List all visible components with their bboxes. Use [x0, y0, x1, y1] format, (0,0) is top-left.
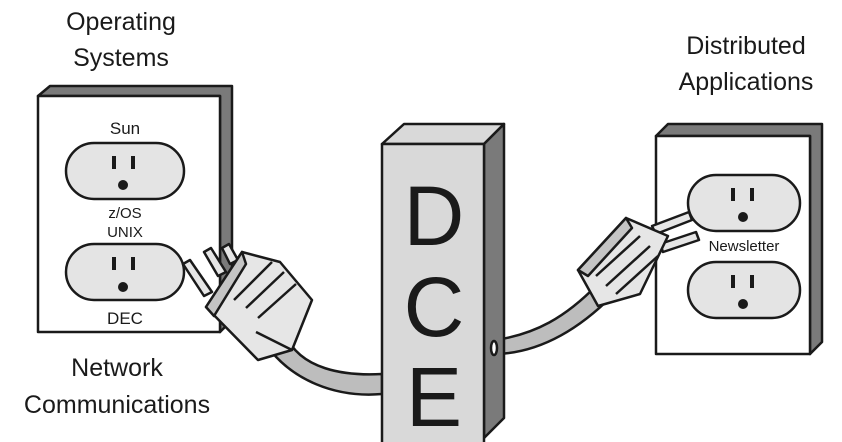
- operating-systems-label-line2: Systems: [73, 44, 169, 72]
- dce-block-side: [482, 122, 506, 440]
- outlet-label-sun: Sun: [110, 119, 140, 138]
- right-plug: [576, 210, 701, 308]
- operating-systems-label-line1: Operating: [66, 8, 176, 36]
- outlet-label-zos: z/OS: [108, 205, 141, 222]
- dce-cord-port: [489, 339, 499, 357]
- left-wall-outlet: Sun z/OS UNIX DEC: [36, 84, 234, 334]
- dce-letter-e: E: [406, 350, 462, 442]
- receptacle-top-right: [686, 173, 802, 233]
- receptacle-sun: [64, 141, 186, 201]
- network-communications-label-line2: Communications: [24, 391, 210, 419]
- outlet-label-newsletter: Newsletter: [709, 238, 780, 255]
- distributed-applications-label-line1: Distributed: [686, 32, 806, 60]
- receptacle-dec: [64, 242, 186, 302]
- dce-letter-c: C: [404, 260, 465, 354]
- outlet-label-dec: DEC: [107, 309, 143, 328]
- dce-block-face: [380, 142, 486, 442]
- outlet-label-unix: UNIX: [107, 224, 143, 241]
- distributed-applications-label-line2: Applications: [679, 68, 814, 96]
- left-plate-face: [36, 94, 222, 334]
- receptacle-bottom-right: [686, 260, 802, 320]
- dce-block: D C E: [380, 122, 506, 442]
- dce-letter-d: D: [404, 169, 465, 263]
- left-plug: [181, 242, 314, 362]
- network-communications-label-line1: Network: [71, 354, 163, 382]
